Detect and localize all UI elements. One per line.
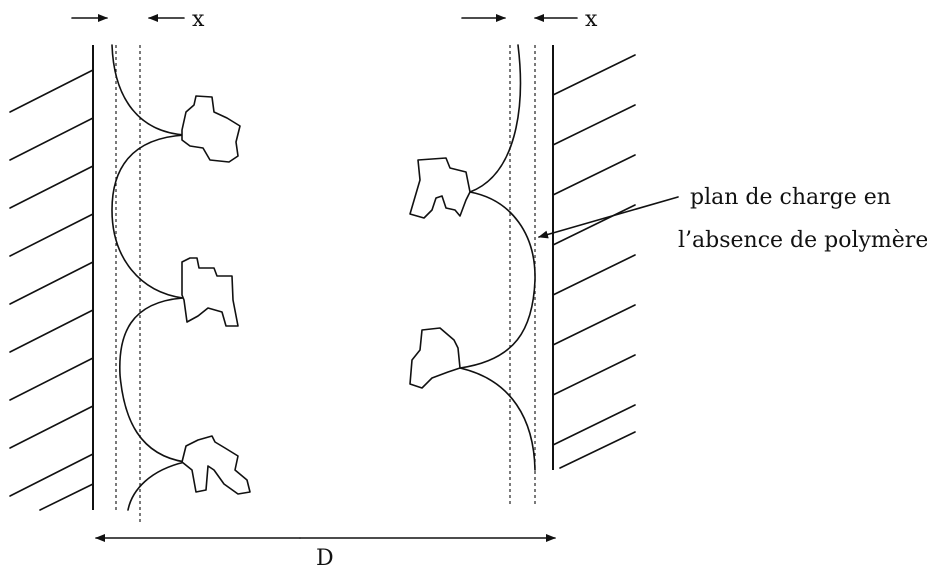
distance-label: D	[316, 546, 334, 569]
polymer-blob-right-1	[409, 157, 471, 219]
left-x-label: x	[192, 7, 205, 32]
annotation-line-2: l’absence de polymère	[678, 228, 927, 253]
annotation-pointer-arrow	[538, 196, 679, 239]
right-wall-hatching	[552, 54, 636, 469]
left-wall-hatching	[9, 69, 94, 511]
right-charge-boundary	[459, 44, 536, 471]
right-x-label: x	[585, 7, 598, 32]
polymer-blob-left-3	[181, 435, 251, 495]
polymer-blob-right-2	[409, 327, 461, 389]
polymer-blob-left-2	[181, 257, 239, 327]
polymer-blob-left-1	[181, 95, 241, 163]
left-charge-boundary	[111, 44, 186, 511]
annotation-line-1: plan de charge en	[690, 185, 891, 210]
